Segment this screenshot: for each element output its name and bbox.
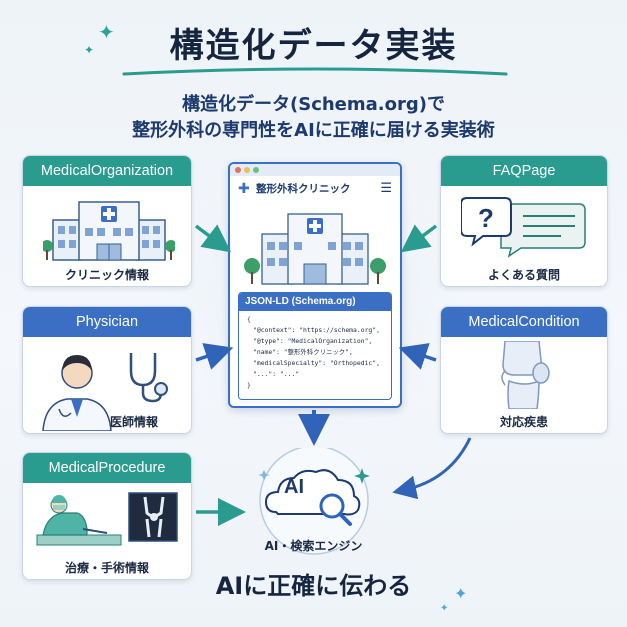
hamburger-menu-icon[interactable]: ☰	[380, 181, 392, 196]
sparkle-icon: ✦	[98, 20, 115, 44]
bottom-title: AIに正確に伝わる	[215, 572, 412, 600]
window-dot-icon	[235, 167, 241, 173]
card-caption-medical-procedure: 治療・手術情報	[64, 561, 149, 575]
json-line: "name": "整形外科クリニック",	[253, 348, 353, 356]
json-ld-code-box: JSON-LD (Schema.org) { "@context": "http…	[238, 292, 392, 400]
json-line: }	[247, 381, 251, 389]
stethoscope-icon	[129, 353, 168, 403]
doctor-icon	[42, 355, 112, 431]
card-header-faq-page: FAQPage	[441, 156, 607, 186]
card-header-physician: Physician	[23, 307, 191, 337]
card-medical-organization: MedicalOrganization クリニック情報	[22, 155, 192, 287]
svg-text:?: ?	[478, 203, 494, 233]
json-ld-header: JSON-LD (Schema.org)	[239, 293, 391, 311]
page-title: 構造化データ実装	[169, 26, 458, 66]
ai-cloud-search-icon	[258, 448, 370, 555]
card-caption-medical-organization: クリニック情報	[64, 268, 149, 282]
arrow-condition-to-site	[398, 343, 437, 370]
card-physician: Physician 医師情報	[22, 306, 192, 434]
sparkle-icon: ✦	[440, 603, 449, 614]
json-line: {	[247, 315, 251, 323]
window-dot-icon	[253, 167, 259, 173]
card-caption-medical-condition: 対応疾患	[499, 415, 548, 429]
card-header-medical-condition: MedicalCondition	[441, 307, 607, 337]
arrow-faq-to-site	[400, 224, 438, 253]
browser-title-bar	[230, 164, 400, 176]
card-header-medical-procedure: MedicalProcedure	[23, 453, 191, 483]
title-underline	[122, 67, 508, 76]
website-browser-window: ✚ 整形外科クリニック ☰ JSON-LD (Schema.org) { "@c…	[228, 162, 402, 408]
card-caption-faq-page: よくある質問	[487, 268, 560, 282]
json-line: "@type": "MedicalOrganization",	[253, 337, 373, 345]
browser-site-header: ✚ 整形外科クリニック ☰	[230, 178, 400, 200]
window-dot-icon	[244, 167, 250, 173]
clinic-building-illustration	[244, 213, 386, 285]
knee-joint-icon	[501, 341, 550, 409]
json-line: "...": "..."	[253, 370, 300, 378]
card-faq-page: FAQPage ? よくある質問	[440, 155, 608, 287]
site-name: 整形外科クリニック	[256, 183, 351, 195]
question-bubble-icon: ?	[461, 197, 586, 258]
arrow-physician-to-site	[195, 343, 234, 370]
subtitle-line-2: 整形外科の専門性をAIに正確に届ける実装術	[132, 120, 495, 141]
medical-cross-icon: ✚	[238, 181, 250, 197]
arrow-condition-to-ai	[392, 437, 472, 500]
sparkle-icon: ✦	[454, 584, 468, 603]
hospital-building-icon	[43, 201, 175, 261]
ai-label: AI・検索エンジン	[264, 539, 363, 553]
card-caption-physician: 医師情報	[109, 415, 158, 429]
surgery-xray-icon	[36, 492, 178, 546]
arrow-organization-to-site	[194, 224, 232, 253]
subtitle-line-1: 構造化データ(Schema.org)で	[182, 94, 445, 115]
sparkle-icon: ✦	[84, 43, 95, 57]
json-line: "@context": "https://schema.org",	[253, 326, 380, 334]
card-header-medical-organization: MedicalOrganization	[23, 156, 191, 186]
ai-badge: AI	[284, 476, 304, 498]
card-medical-condition: MedicalCondition 対応疾患	[440, 306, 608, 434]
json-line: "medicalSpecialty": "Orthopedic",	[253, 359, 380, 367]
card-medical-procedure: MedicalProcedure 治療・手術情報	[22, 452, 192, 580]
